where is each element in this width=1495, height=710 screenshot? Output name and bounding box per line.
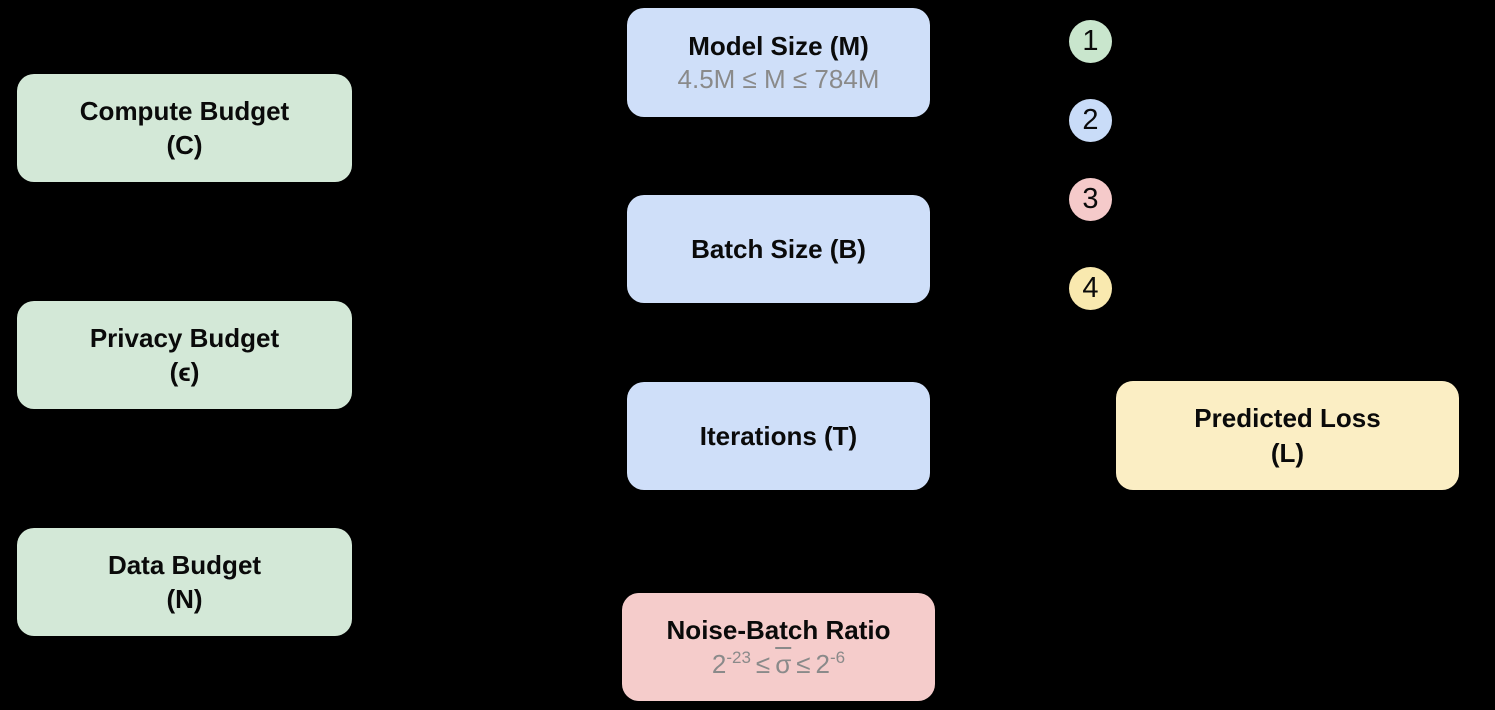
model-size-label: Model Size (M)	[688, 31, 869, 62]
range-leq-left: ≤	[755, 649, 771, 680]
privacy-budget-symbol: (ϵ)	[169, 357, 200, 387]
range-base-right: 2	[815, 649, 830, 680]
range-base-left: 2	[711, 649, 727, 680]
predicted-loss-symbol: (L)	[1270, 437, 1305, 468]
node-batch-size: Batch Size (B)	[627, 195, 930, 303]
node-iterations: Iterations (T)	[627, 382, 930, 490]
legend-marker-2-number: 2	[1082, 104, 1099, 136]
range-exp-left: -23	[726, 648, 751, 668]
range-leq-right: ≤	[796, 649, 811, 680]
legend-marker-3: 3	[1069, 178, 1112, 221]
compute-budget-symbol: (C)	[166, 130, 203, 160]
data-budget-label: Data Budget	[107, 549, 262, 580]
legend-marker-1-number: 1	[1082, 25, 1099, 57]
noise-batch-range: 2-23≤σ≤2-6	[712, 647, 845, 681]
node-noise-batch-ratio: Noise-Batch Ratio 2-23≤σ≤2-6	[622, 593, 935, 701]
legend-marker-2: 2	[1069, 99, 1112, 142]
privacy-budget-label: Privacy Budget	[89, 322, 280, 353]
legend-marker-4-number: 4	[1082, 272, 1099, 304]
node-data-budget: Data Budget (N)	[17, 528, 352, 636]
compute-budget-label: Compute Budget	[79, 95, 290, 126]
legend-marker-1: 1	[1069, 20, 1112, 63]
node-predicted-loss: Predicted Loss (L)	[1116, 381, 1459, 490]
data-budget-symbol: (N)	[166, 584, 203, 614]
predicted-loss-label: Predicted Loss	[1194, 403, 1381, 434]
node-compute-budget: Compute Budget (C)	[17, 74, 352, 182]
legend-marker-4: 4	[1069, 267, 1112, 310]
node-privacy-budget: Privacy Budget (ϵ)	[17, 301, 352, 409]
node-model-size: Model Size (M) 4.5M ≤ M ≤ 784M	[627, 8, 930, 117]
model-size-range: 4.5M ≤ M ≤ 784M	[677, 64, 880, 95]
noise-batch-label: Noise-Batch Ratio	[666, 615, 891, 646]
batch-size-label: Batch Size (B)	[691, 233, 866, 264]
sigma-bar-symbol: σ	[775, 649, 792, 680]
legend-marker-3-number: 3	[1082, 183, 1099, 215]
range-exp-right: -6	[830, 648, 846, 668]
iterations-label: Iterations (T)	[699, 420, 858, 451]
